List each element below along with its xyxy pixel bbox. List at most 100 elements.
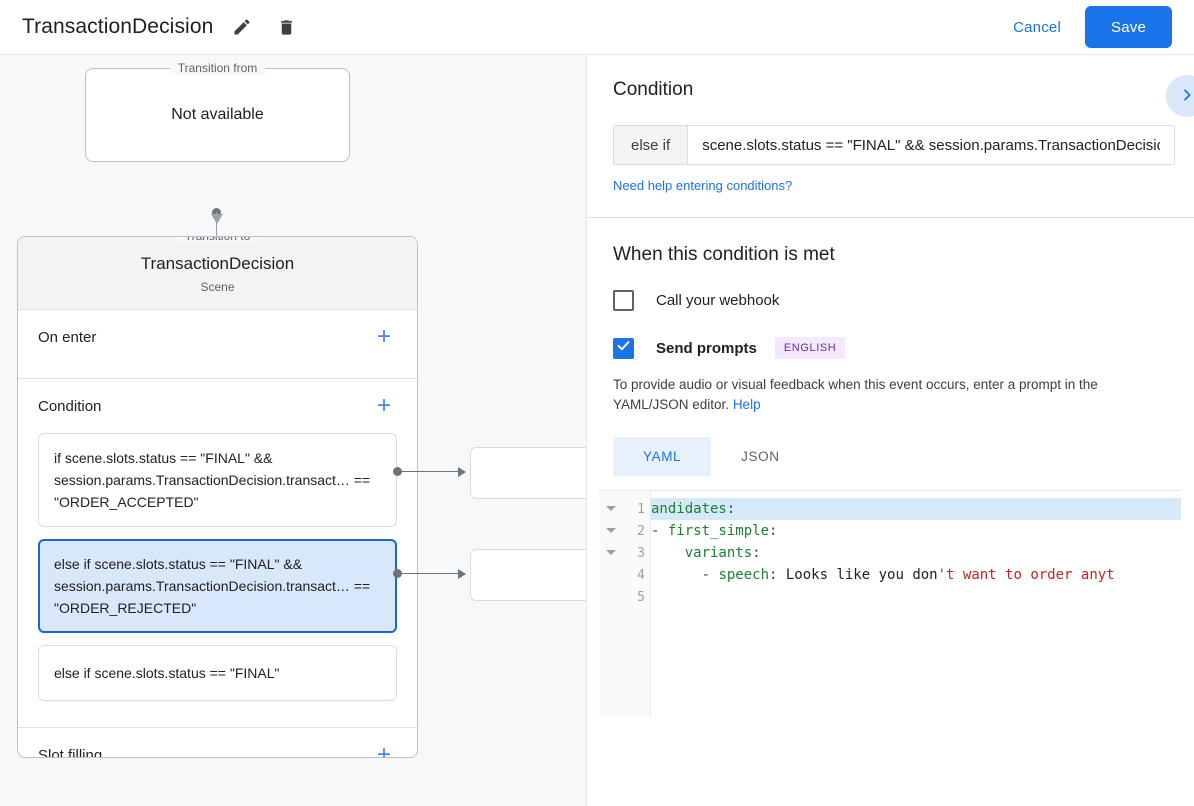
code-token: 't want to order anyt: [937, 567, 1115, 583]
tab-json[interactable]: JSON: [711, 437, 809, 476]
webhook-row[interactable]: Call your webhook: [613, 290, 1168, 311]
code-token: :: [726, 501, 736, 517]
section-on-enter: On enter +: [18, 310, 417, 379]
plus-icon: +: [376, 741, 391, 758]
add-on-enter-button[interactable]: +: [371, 324, 397, 350]
section-head-on-enter: On enter +: [38, 310, 397, 364]
editor-gutter: 1 2 3 4 5: [599, 491, 651, 716]
code-token: [651, 545, 685, 561]
prompts-hint-text: To provide audio or visual feedback when…: [613, 375, 1173, 415]
chevron-right-icon: [1179, 87, 1194, 106]
fold-arrow-icon[interactable]: [606, 528, 616, 533]
code-token: :: [752, 545, 761, 561]
gutter-line[interactable]: 3: [599, 542, 650, 564]
fold-arrow-icon[interactable]: [606, 506, 616, 511]
scene-title: TransactionDecision: [140, 254, 295, 273]
condition-card-accepted[interactable]: if scene.slots.status == "FINAL" && sess…: [38, 433, 397, 527]
section-title-condition: Condition: [38, 397, 102, 415]
cancel-button[interactable]: Cancel: [999, 11, 1075, 44]
call-webhook-checkbox[interactable]: [613, 290, 634, 311]
gutter-line[interactable]: 5: [599, 586, 650, 608]
collapse-panel-button[interactable]: [1166, 75, 1194, 117]
plus-icon: +: [376, 392, 391, 419]
line-number: 2: [637, 523, 645, 539]
top-app-bar: TransactionDecision Cancel Save: [0, 0, 1194, 55]
condition-detail-panel: Condition else if Need help entering con…: [586, 55, 1194, 806]
editor-format-tabs: YAML JSON: [613, 437, 1168, 476]
scene-header: TransactionDecision Scene: [18, 237, 417, 310]
section-head-condition: Condition +: [38, 379, 397, 433]
code-line[interactable]: [651, 586, 1181, 608]
code-token: variants: [684, 545, 753, 561]
condition-card-final[interactable]: else if scene.slots.status == "FINAL": [38, 645, 397, 701]
scene-diagram-pane: Transition from Not available Transition…: [0, 55, 586, 806]
prompt-code-editor[interactable]: 1 2 3 4 5 andidates:- first_simple: vari…: [599, 490, 1181, 716]
line-number: 4: [637, 567, 645, 583]
prompts-help-link[interactable]: Help: [732, 397, 761, 412]
code-token: speech: [718, 567, 770, 583]
condition-prefix-label: else if: [614, 126, 689, 164]
edit-button[interactable]: [227, 12, 257, 42]
transition-from-node[interactable]: Transition from Not available: [85, 61, 350, 162]
panel-header-section: Condition else if Need help entering con…: [587, 55, 1194, 218]
prompts-hint-body: To provide audio or visual feedback when…: [613, 377, 1098, 412]
gutter-line[interactable]: 1: [599, 498, 650, 520]
code-line[interactable]: variants:: [651, 542, 1181, 564]
page-title: TransactionDecision: [22, 15, 214, 38]
section-condition: Condition + if scene.slots.status == "FI…: [18, 379, 417, 728]
panel-title: Condition: [613, 79, 694, 100]
plus-icon: +: [376, 323, 391, 350]
transition-to-node: Transition to TransactionDecision Scene …: [17, 236, 418, 758]
code-token: Looks like you don: [777, 567, 938, 583]
code-token: :: [769, 523, 778, 539]
connector-dot-accepted: [393, 467, 402, 476]
connector-arrow-down: [211, 214, 223, 224]
check-icon: [616, 338, 631, 358]
code-token: first_simple: [667, 523, 770, 539]
line-number: 1: [637, 501, 645, 517]
target-node-rejected[interactable]: [470, 549, 586, 601]
language-badge: ENGLISH: [774, 337, 846, 359]
save-button[interactable]: Save: [1085, 6, 1172, 48]
code-token: andidates: [651, 501, 727, 517]
code-token: :: [769, 567, 778, 583]
connector-arrow-rejected: [458, 569, 466, 579]
editor-code-area[interactable]: andidates:- first_simple: variants: - sp…: [651, 491, 1181, 716]
fold-arrow-icon[interactable]: [606, 550, 616, 555]
scene-subtitle: Scene: [200, 280, 235, 294]
condition-help-link[interactable]: Need help entering conditions?: [613, 178, 793, 193]
gutter-line[interactable]: 4: [599, 564, 650, 586]
connector-arrow-accepted: [458, 467, 466, 477]
target-node-accepted[interactable]: [470, 447, 586, 499]
call-webhook-label: Call your webhook: [656, 292, 780, 309]
trash-icon: [277, 18, 296, 37]
transition-to-legend: Transition to: [176, 237, 259, 243]
section-title-on-enter: On enter: [38, 328, 97, 346]
when-condition-met-section: When this condition is met Call your web…: [587, 218, 1194, 476]
send-prompts-checkbox[interactable]: [613, 337, 634, 359]
connector-line-rejected: [398, 573, 458, 574]
transition-from-legend: Transition from: [169, 61, 266, 75]
tab-yaml[interactable]: YAML: [613, 437, 712, 476]
transition-from-value: Not available: [171, 106, 264, 123]
send-prompts-row[interactable]: Send prompts ENGLISH: [613, 337, 1168, 359]
section-title-slot-filling: Slot filling: [38, 746, 103, 758]
line-number: 3: [637, 545, 645, 561]
send-prompts-label: Send prompts: [656, 339, 757, 357]
delete-button[interactable]: [271, 12, 301, 42]
add-condition-button[interactable]: +: [371, 393, 397, 419]
pencil-icon: [232, 17, 252, 37]
condition-card-rejected[interactable]: else if scene.slots.status == "FINAL" &&…: [38, 539, 397, 633]
code-line[interactable]: - first_simple:: [651, 520, 1181, 542]
condition-expression-input[interactable]: [688, 126, 1174, 164]
when-condition-met-heading: When this condition is met: [613, 244, 835, 265]
line-number: 5: [637, 589, 645, 605]
code-token: -: [651, 567, 719, 583]
code-line[interactable]: - speech: Looks like you don't want to o…: [651, 564, 1181, 586]
section-slot-filling: Slot filling + Slot validation: [18, 728, 417, 758]
add-slot-filling-button[interactable]: +: [371, 742, 397, 758]
condition-input-row: else if: [613, 125, 1175, 165]
code-line[interactable]: andidates:: [651, 498, 1181, 520]
gutter-line[interactable]: 2: [599, 520, 650, 542]
connector-dot-rejected: [393, 569, 402, 578]
